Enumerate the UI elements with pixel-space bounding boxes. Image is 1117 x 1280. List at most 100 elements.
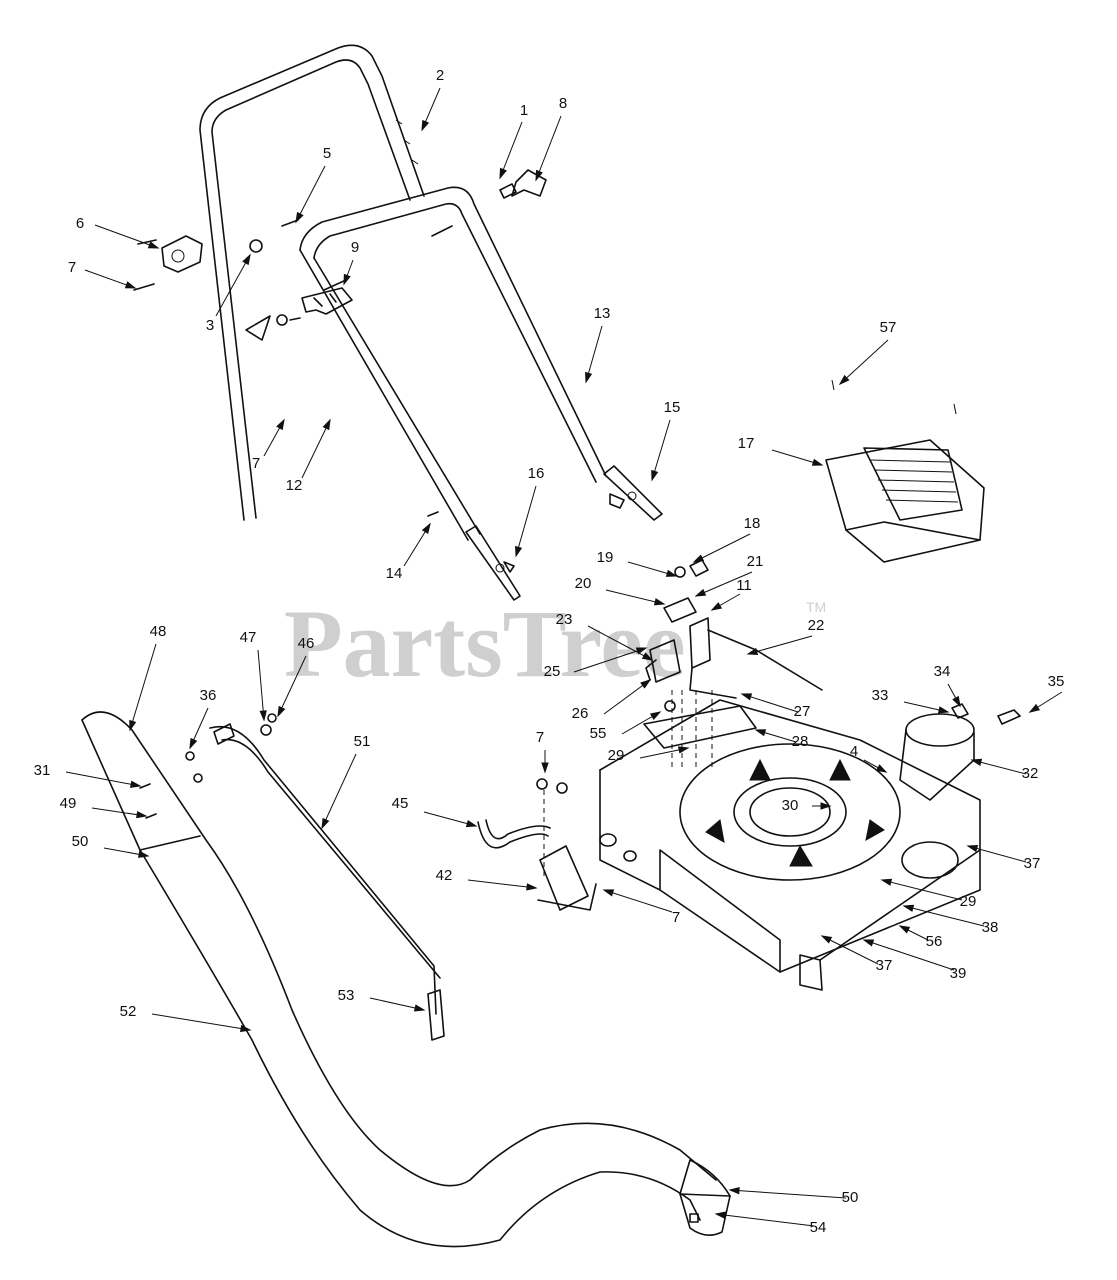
callout-arrowhead — [136, 810, 148, 819]
callout-leader — [863, 939, 955, 971]
callout-label: 50 — [72, 833, 89, 850]
callout-arrowhead — [641, 652, 654, 661]
callout-arrowhead — [147, 241, 160, 249]
callout-label: 49 — [60, 795, 77, 812]
callout-label: 37 — [1024, 855, 1041, 872]
callout-label: 12 — [286, 477, 303, 494]
callout-label: 45 — [392, 795, 409, 812]
callout-arrowhead — [966, 844, 979, 853]
lower-handle — [299, 186, 663, 601]
callout-label: 37 — [876, 957, 893, 974]
callout-leader — [821, 935, 879, 965]
callout-leader — [741, 693, 799, 713]
callout-leader — [587, 625, 653, 661]
callout-arrowhead — [295, 211, 304, 224]
callout-label: 19 — [597, 549, 614, 566]
callout-arrowhead — [754, 729, 767, 737]
callout-arrowhead — [692, 554, 705, 563]
callout-arrowhead — [413, 1004, 426, 1012]
callout-arrowhead — [714, 1211, 726, 1219]
callout-label: 18 — [744, 515, 761, 532]
callout-leader — [301, 419, 331, 479]
callout-leader — [585, 325, 603, 383]
callout-label: 38 — [982, 919, 999, 936]
callout-leader — [747, 635, 813, 655]
callout-arrowhead — [820, 802, 832, 810]
outlet-ring — [899, 703, 1021, 801]
callout-leader — [499, 121, 523, 179]
callout-leader — [695, 571, 753, 597]
callout-label: 6 — [76, 215, 84, 232]
callout-leader — [729, 1189, 847, 1199]
callout-label: 57 — [880, 319, 897, 336]
callout-label: 7 — [536, 729, 544, 746]
callout-arrowhead — [541, 762, 549, 774]
callout-arrowhead — [653, 598, 666, 606]
callout-arrowhead — [811, 458, 824, 466]
callout-label: 48 — [150, 623, 167, 640]
callout-arrowhead — [728, 1186, 740, 1195]
callout-leader — [605, 589, 665, 605]
callout-leaders — [65, 87, 1063, 1227]
callout-leader — [573, 647, 647, 673]
callout-label: 36 — [200, 687, 217, 704]
callout-label: 35 — [1048, 673, 1065, 690]
callout-arrowhead — [240, 1024, 252, 1033]
callout-leader — [967, 845, 1027, 863]
callout-leader — [295, 165, 326, 223]
callout-arrowhead — [665, 569, 678, 577]
callout-arrowhead — [321, 817, 330, 830]
callout-label: 52 — [120, 1003, 137, 1020]
callout-arrowhead — [875, 764, 888, 773]
callout-label: 14 — [386, 565, 403, 582]
bag-support-tube — [139, 713, 445, 1041]
callout-label: 39 — [950, 965, 967, 982]
callout-label: 8 — [559, 95, 567, 112]
callout-label: 55 — [590, 725, 607, 742]
callout-leader — [903, 905, 985, 927]
callout-arrowhead — [880, 878, 893, 886]
callout-label: 31 — [34, 762, 51, 779]
callout-arrowhead — [838, 374, 850, 386]
callout-label: 46 — [298, 635, 315, 652]
callout-label: 32 — [1022, 765, 1039, 782]
callout-leader — [715, 1213, 815, 1227]
callout-label: 26 — [572, 705, 589, 722]
callout-label: 11 — [736, 577, 752, 594]
callout-arrowhead — [649, 711, 662, 720]
callout-label: 15 — [664, 399, 681, 416]
callout-leader — [257, 649, 265, 721]
callout-arrowhead — [276, 418, 285, 431]
callout-arrowhead — [124, 281, 137, 289]
callout-arrowhead — [635, 647, 648, 655]
callout-arrowhead — [421, 119, 430, 132]
callout-label: 7 — [252, 455, 260, 472]
callout-label: 54 — [810, 1219, 827, 1236]
callout-leader — [603, 679, 651, 715]
callout-leader — [65, 771, 141, 787]
vacuum-tube — [81, 711, 731, 1248]
callout-label: 29 — [960, 893, 977, 910]
callout-arrowhead — [902, 904, 915, 912]
callout-leader — [881, 879, 963, 901]
callout-arrowhead — [952, 695, 961, 708]
callout-arrowhead — [465, 819, 478, 828]
callout-arrowhead — [602, 889, 615, 897]
callout-label: 30 — [782, 797, 799, 814]
callout-label: 3 — [206, 317, 214, 334]
callout-label: 1 — [520, 102, 528, 119]
switch-assembly — [643, 559, 823, 770]
callout-leader — [839, 339, 889, 385]
callout-label: 16 — [528, 465, 545, 482]
callout-arrowhead — [322, 418, 331, 431]
callout-arrowhead — [820, 935, 833, 944]
callout-label: 13 — [594, 305, 611, 322]
callout-leader — [603, 889, 673, 913]
callout-arrowhead — [862, 939, 875, 947]
callout-arrowhead — [129, 719, 137, 732]
callout-leader — [94, 224, 159, 249]
callout-label: 20 — [575, 575, 592, 592]
callout-leader — [535, 115, 562, 181]
